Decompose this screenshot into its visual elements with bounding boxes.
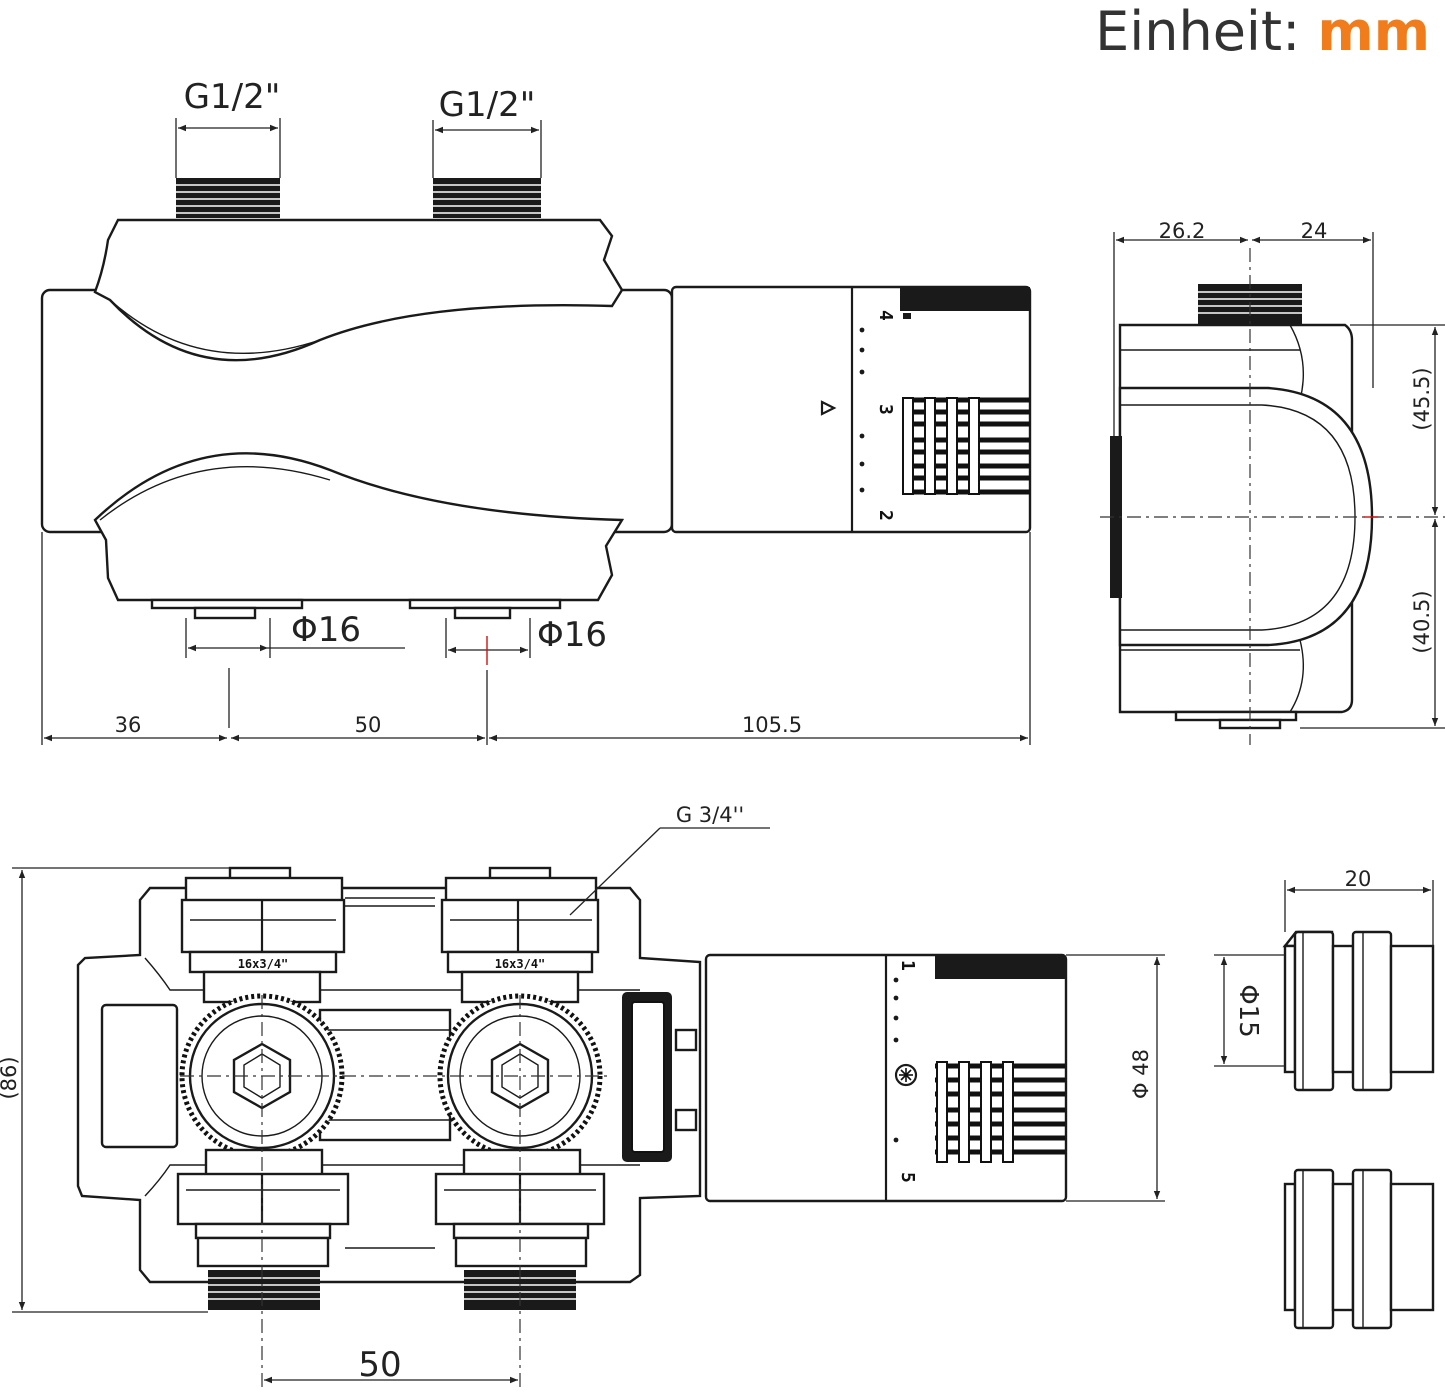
top-view: 4 3 2 G1/2" G1/2" Φ16 Φ16 36 50 10 xyxy=(40,77,1032,745)
top-thread-left xyxy=(176,178,280,218)
thread-label-g34: G 3/4'' xyxy=(676,803,744,827)
unit-prefix: Einheit: xyxy=(1095,0,1317,63)
scale-mark-4: 4 xyxy=(875,310,896,321)
upper-housing xyxy=(93,218,624,362)
adapter-length-20: 20 xyxy=(1345,867,1372,891)
scale-mark-5: 5 xyxy=(897,1172,918,1183)
thermostat-diameter-48: Φ 48 xyxy=(1129,1049,1153,1099)
dimension-36: 36 xyxy=(115,713,142,737)
dimension-50-bottom: 50 xyxy=(358,1345,401,1385)
grip-ribs-upper xyxy=(903,313,911,319)
scale-mark-2: 2 xyxy=(875,510,896,521)
unit-value: mm xyxy=(1317,0,1430,63)
side-width-26-2: 26.2 xyxy=(1159,219,1206,243)
front-height-86: (86) xyxy=(0,1056,21,1099)
lower-nut-left xyxy=(176,1172,350,1268)
front-view: 16x3/4" 16x3/4" xyxy=(0,803,1165,1390)
scale-mark-3: 3 xyxy=(875,404,896,415)
top-thread-right xyxy=(433,178,541,218)
side-height-45-5: (45.5) xyxy=(1410,367,1434,430)
scale-mark-1: 1 xyxy=(897,960,918,971)
side-width-24: 24 xyxy=(1301,219,1328,243)
side-view: 26.2 24 (45.5) (40.5) xyxy=(1100,219,1445,745)
side-height-40-5: (40.5) xyxy=(1410,590,1434,653)
thread-label-right: G1/2" xyxy=(439,85,536,125)
unit-heading: Einheit: mm xyxy=(1095,0,1430,63)
adapter-upper xyxy=(1282,930,1435,1092)
upper-nut-right: 16x3/4" xyxy=(440,866,600,974)
left-end-cap xyxy=(100,1003,179,1149)
pipe-label-left: Φ16 xyxy=(291,610,361,650)
upper-nut-left: 16x3/4" xyxy=(180,866,346,974)
snowflake-icon xyxy=(894,1063,918,1087)
scale-dots xyxy=(859,327,865,493)
dimension-50-top: 50 xyxy=(355,713,382,737)
bottom-thread-left xyxy=(208,1270,320,1310)
nut-marking-left: 16x3/4" xyxy=(238,957,289,971)
dimension-105-5: 105.5 xyxy=(742,713,802,737)
adapter-lower xyxy=(1283,1168,1435,1330)
pointer-triangle-icon xyxy=(820,400,837,416)
thread-label-left: G1/2" xyxy=(184,77,281,117)
nut-marking-right: 16x3/4" xyxy=(495,957,546,971)
lower-housing xyxy=(93,452,625,602)
adapter-diameter-15: Φ15 xyxy=(1233,984,1263,1038)
compression-adapters: 20 Φ15 xyxy=(1214,867,1435,1330)
pipe-label-right: Φ16 xyxy=(537,615,607,655)
